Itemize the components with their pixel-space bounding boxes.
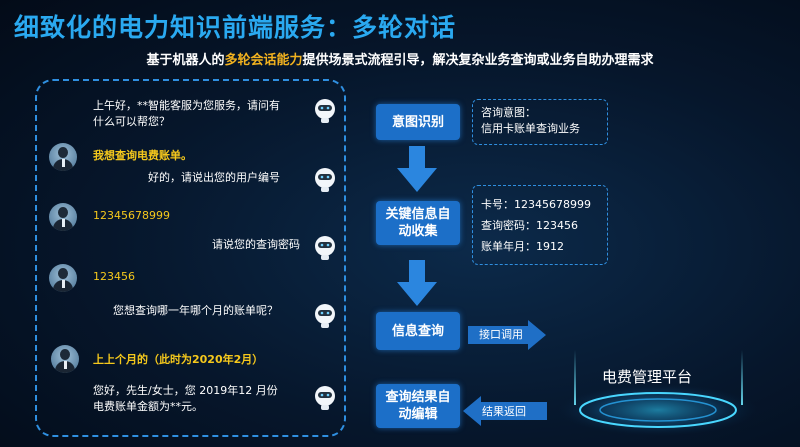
intent-info-line: 信用卡账单查询业务 [481, 122, 580, 135]
chat-message-user: 123456 [93, 269, 135, 285]
result-return-label: 结果返回 [482, 405, 526, 418]
robot-avatar-icon [315, 386, 335, 410]
arrow-left-icon [463, 396, 547, 426]
key-info-line: 账单年月：1912 [481, 240, 564, 253]
key-info-line: 卡号：12345678999 [481, 198, 591, 211]
chat-message-user: 12345678999 [93, 208, 170, 224]
chat-line: 什么可以帮您？ [93, 115, 170, 128]
user-avatar-icon [49, 264, 77, 292]
chat-message-bot: 请说您的查询密码 [212, 237, 300, 253]
power-billing-platform-label: 电费管理平台 [602, 368, 693, 386]
arrow-down-icon [397, 260, 437, 306]
flow-step-info-query: 信息查询 [376, 312, 460, 350]
chat-line: 您想查询哪一年哪个月的账单呢？ [113, 304, 278, 317]
subtitle-before: 基于机器人的 [146, 53, 225, 68]
chat-line: 好的，请说出您的用户编号 [148, 171, 280, 184]
chat-message-bot: 好的，请说出您的用户编号 [148, 170, 280, 186]
chat-line: 您好，先生/女士，您 2019年12 月份 [93, 384, 278, 397]
robot-avatar-icon [315, 168, 335, 192]
arrow-down-icon [397, 146, 437, 192]
api-call-label: 接口调用 [479, 328, 523, 341]
chat-line: 上午好，**智能客服为您服务，请问有 [93, 99, 280, 112]
platform-ring-icon [558, 350, 758, 436]
chat-message-bot: 您好，先生/女士，您 2019年12 月份 电费账单金额为**元。 [93, 383, 278, 415]
chat-message-bot: 上午好，**智能客服为您服务，请问有 什么可以帮您？ [93, 98, 280, 130]
chat-message-bot: 您想查询哪一年哪个月的账单呢？ [113, 303, 278, 319]
chat-line: 12345678999 [93, 209, 170, 222]
page-subtitle: 基于机器人的多轮会话能力提供场景式流程引导，解决复杂业务查询或业务自助办理需求 [0, 49, 800, 68]
robot-avatar-icon [315, 236, 335, 260]
robot-avatar-icon [315, 304, 335, 328]
arrow-right-icon [468, 320, 546, 350]
chat-message-user: 上上个月的（此时为2020年2月） [93, 352, 263, 368]
key-info-box: 卡号：12345678999 查询密码：123456 账单年月：1912 [472, 185, 608, 265]
flow-step-key-info-collection: 关键信息自 动收集 [376, 201, 460, 245]
chat-line: 请说您的查询密码 [212, 238, 300, 251]
chat-line: 上上个月的（此时为2020年2月） [93, 353, 264, 366]
page-title: 细致化的电力知识前端服务：多轮对话 [14, 13, 457, 42]
flow-step-result-editing: 查询结果自 动编辑 [376, 384, 460, 428]
chat-message-user: 我想查询电费账单。 [93, 148, 192, 164]
flow-step-intent-recognition: 意图识别 [376, 104, 460, 140]
chat-panel [35, 79, 346, 437]
robot-avatar-icon [315, 99, 335, 123]
chat-line: 123456 [93, 270, 135, 283]
user-avatar-icon [49, 203, 77, 231]
intent-info-line: 咨询意图： [481, 106, 536, 119]
subtitle-after: 提供场景式流程引导，解决复杂业务查询或业务自助办理需求 [302, 53, 654, 68]
user-avatar-icon [49, 143, 77, 171]
intent-info-box: 咨询意图： 信用卡账单查询业务 [472, 99, 608, 145]
chat-line: 电费账单金额为**元。 [93, 400, 203, 413]
key-info-line: 查询密码：123456 [481, 219, 578, 232]
user-avatar-icon [51, 345, 79, 373]
chat-line: 我想查询电费账单。 [93, 149, 192, 162]
subtitle-highlight: 多轮会话能力 [224, 53, 303, 68]
